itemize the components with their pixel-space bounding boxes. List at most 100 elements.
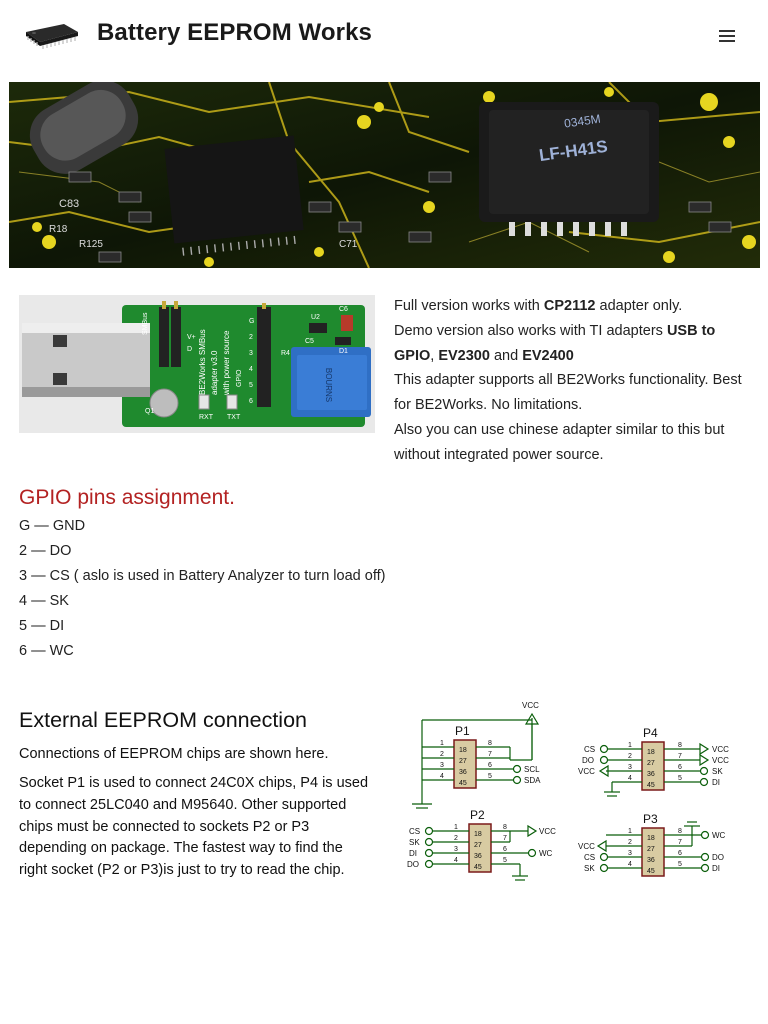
schematic-drawing: P1 VCC SCL SDA — [407, 701, 729, 881]
p4-cs: CS — [584, 745, 595, 754]
pin-num: 4 — [628, 775, 632, 782]
hero-label-c83: C83 — [59, 198, 79, 210]
chip-pin: 36 — [647, 771, 655, 778]
comp-d1: D1 — [339, 348, 348, 355]
chip-pin: 36 — [474, 853, 482, 860]
pin-num: 5 — [678, 775, 682, 782]
intro-line-3: This adapter supports all BE2Works funct… — [394, 372, 742, 414]
pin-num: 1 — [628, 828, 632, 835]
p2-sk: SK — [409, 838, 420, 847]
pin-item: 2 — DO — [19, 543, 72, 559]
intro-line-1: Full version works with CP2112 adapter o… — [394, 294, 750, 319]
pin-num: 5 — [488, 773, 492, 780]
p3-sk: SK — [584, 864, 595, 873]
comp-vplus: V+ — [187, 334, 196, 341]
comp-r4: R4 — [281, 350, 290, 357]
p3-wc: WC — [712, 831, 726, 840]
pin-num: 3 — [628, 850, 632, 857]
hero-label-r125: R125 — [79, 239, 103, 250]
eeprom-sockets-schematic: P1 VCC SCL SDA — [402, 700, 752, 890]
chip-pin: 18 — [647, 749, 655, 756]
board-text-1: BE2Works SMBus — [198, 329, 207, 395]
comp-q1: Q1 — [145, 408, 154, 415]
pin-label-5: 5 — [249, 382, 253, 389]
pin-num: 4 — [628, 861, 632, 868]
pin-num: 1 — [628, 742, 632, 749]
socket-p1: P1 VCC SCL SDA — [412, 701, 541, 809]
p4-sk: SK — [712, 767, 723, 776]
pin-num: 3 — [440, 762, 444, 769]
site-title[interactable]: Battery EEPROM Works — [97, 19, 372, 46]
comp-txt: TXT — [227, 414, 241, 421]
pin-num: 1 — [454, 824, 458, 831]
pot-label: BOURNS — [324, 368, 333, 402]
intro-bold-usb-gpio: USB to GPIO — [394, 322, 716, 364]
p2-di: DI — [409, 849, 417, 858]
pin-item: 3 — CS ( aslo is used in Battery Analyze… — [19, 568, 386, 584]
p3-cs: CS — [584, 853, 595, 862]
board-text-3: with power source — [222, 330, 231, 396]
board-text-2: adapter v3.0 — [210, 350, 219, 395]
pin-item: 4 — SK — [19, 593, 69, 609]
p2-vcc: VCC — [539, 827, 556, 836]
intro-bold-cp2112: CP2112 — [543, 298, 596, 314]
adapter-description: Full version works with CP2112 adapter o… — [394, 294, 750, 468]
pin-num: 1 — [440, 740, 444, 747]
intro-text: Full version works with — [394, 298, 544, 314]
comp-c5: C5 — [305, 338, 314, 345]
hamburger-menu-icon[interactable] — [716, 26, 738, 46]
intro-text: , — [430, 347, 439, 364]
pin-num: 4 — [454, 857, 458, 864]
intro-line-2: Demo version also works with TI adapters… — [394, 319, 750, 369]
eeprom-chip-icon[interactable] — [20, 18, 82, 54]
comp-d: D — [187, 346, 192, 353]
hero-label-r18: R18 — [49, 224, 68, 235]
pin-num: 2 — [454, 835, 458, 842]
hero-image: LF-H41S 0345M C83 R18 R125 C71 — [9, 82, 760, 268]
usb-adapter-illustration: BOURNS BE2Works SMBus adapter v3.0 with … — [19, 295, 375, 433]
p1-scl: SCL — [524, 765, 540, 774]
pin-item: 5 — DI — [19, 618, 65, 634]
circuit-board-illustration: LF-H41S 0345M C83 R18 R125 C71 — [9, 82, 760, 268]
pin-num: 7 — [678, 753, 682, 760]
chip-pin: 27 — [474, 842, 482, 849]
comp-smbus: SMBus — [142, 312, 149, 335]
socket-p3-label: P3 — [643, 812, 658, 826]
p3-do: DO — [712, 853, 724, 862]
p4-di: DI — [712, 778, 720, 787]
gpio-heading: GPIO pins assignment. — [19, 486, 235, 509]
p1-sda: SDA — [524, 776, 541, 785]
pin-num: 2 — [628, 753, 632, 760]
p3-di: DI — [712, 864, 720, 873]
intro-line-4: Also you can use chinese adapter similar… — [394, 421, 725, 463]
external-socket-text: Socket P1 is used to connect 24C0X chips… — [19, 775, 369, 879]
p4-vcc-r1: VCC — [712, 745, 729, 754]
intro-text: adapter only. — [595, 298, 683, 314]
pin-num: 8 — [488, 740, 492, 747]
comp-c6: C6 — [339, 306, 348, 313]
pin-item: G — GND — [19, 518, 86, 534]
chip-pin: 27 — [647, 846, 655, 853]
socket-p2: P2 CS SK DI DO VCC WC — [407, 808, 556, 881]
pin-num: 6 — [678, 764, 682, 771]
pin-num: 7 — [678, 839, 682, 846]
comp-gpio: GPIO — [236, 369, 243, 387]
intro-bold-ev2400: EV2400 — [522, 347, 574, 364]
chip-pin: 36 — [647, 857, 655, 864]
pin-num: 2 — [628, 839, 632, 846]
chip-pin: 27 — [459, 758, 467, 765]
pin-num: 8 — [678, 742, 682, 749]
pin-num: 7 — [503, 835, 507, 842]
intro-text: Demo version also works with TI adapters — [394, 322, 667, 339]
vcc-label: VCC — [522, 701, 539, 710]
pin-item: 6 — WC — [19, 643, 74, 659]
pin-num: 3 — [628, 764, 632, 771]
p2-cs: CS — [409, 827, 420, 836]
pin-num: 5 — [678, 861, 682, 868]
socket-p1-label: P1 — [455, 724, 470, 738]
adapter-photo: BOURNS BE2Works SMBus adapter v3.0 with … — [19, 295, 375, 433]
hero-label-c71: C71 — [339, 239, 358, 250]
intro-bold-ev2300: EV2300 — [438, 347, 490, 364]
hero-label-0345: 0345M — [563, 112, 601, 131]
intro-text: and — [489, 347, 523, 364]
